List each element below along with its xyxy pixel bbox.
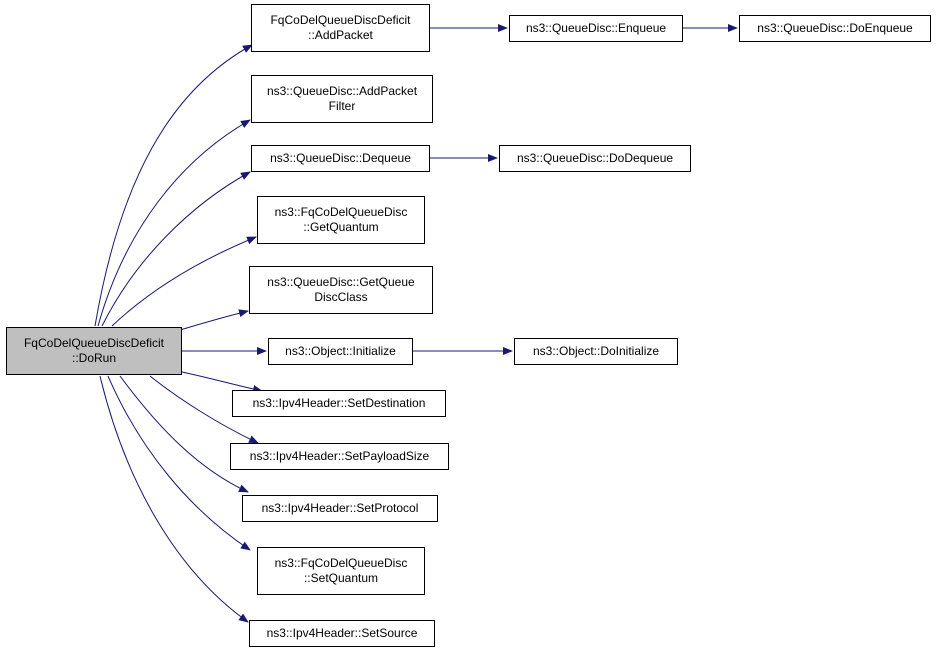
node-label-line1: ns3::QueueDisc::DoDequeue: [516, 151, 674, 165]
node-get-queue-disc-class[interactable]: ns3::QueueDisc::GetQueue DiscClass: [249, 266, 433, 314]
node-do-initialize[interactable]: ns3::Object::DoInitialize: [514, 338, 678, 365]
node-dequeue[interactable]: ns3::QueueDisc::Dequeue: [251, 145, 430, 172]
node-label-line1: ns3::QueueDisc::AddPacket: [266, 84, 418, 98]
node-label-line1: ns3::Ipv4Header::SetSource: [266, 626, 418, 640]
node-label-line1: ns3::FqCoDelQueueDisc: [274, 205, 408, 219]
edge-root-add-packet: [94, 44, 253, 327]
node-label-line1: FqCoDelQueueDiscDeficit: [23, 336, 165, 350]
node-label-line1: ns3::Object::Initialize: [285, 344, 396, 358]
node-label-line1: ns3::FqCoDelQueueDisc: [274, 556, 408, 570]
edge-root-set-quantum: [107, 375, 251, 551]
edge-root-set-payload: [149, 375, 259, 444]
node-set-destination[interactable]: ns3::Ipv4Header::SetDestination: [232, 390, 446, 417]
node-do-dequeue[interactable]: ns3::QueueDisc::DoDequeue: [499, 145, 691, 172]
node-add-packet[interactable]: FqCoDelQueueDiscDeficit ::AddPacket: [251, 4, 430, 52]
node-add-packet-filter[interactable]: ns3::QueueDisc::AddPacket Filter: [251, 75, 433, 123]
node-label-line1: ns3::QueueDisc::Dequeue: [270, 151, 411, 165]
node-label-line1: FqCoDelQueueDiscDeficit: [270, 13, 411, 27]
node-label-line2: ::GetQuantum: [303, 220, 379, 234]
node-set-source[interactable]: ns3::Ipv4Header::SetSource: [249, 620, 435, 647]
node-set-quantum[interactable]: ns3::FqCoDelQueueDisc ::SetQuantum: [257, 547, 425, 595]
node-get-quantum[interactable]: ns3::FqCoDelQueueDisc ::GetQuantum: [257, 196, 425, 244]
node-label-line2: ::AddPacket: [308, 28, 373, 42]
node-enqueue[interactable]: ns3::QueueDisc::Enqueue: [509, 15, 683, 42]
edge-root-set-protocol: [119, 375, 249, 493]
node-label-line2: DiscClass: [314, 290, 368, 304]
node-label-line2: ::DoRun: [71, 351, 117, 365]
node-label-line1: ns3::Object::DoInitialize: [532, 344, 660, 358]
node-label-line1: ns3::Ipv4Header::SetDestination: [252, 396, 426, 410]
edge-root-dequeue: [101, 171, 251, 327]
node-set-protocol[interactable]: ns3::Ipv4Header::SetProtocol: [242, 495, 438, 522]
node-initialize[interactable]: ns3::Object::Initialize: [268, 338, 413, 365]
node-label-line1: ns3::QueueDisc::DoEnqueue: [757, 21, 913, 35]
edge-root-get-class: [179, 309, 249, 331]
node-do-enqueue[interactable]: ns3::QueueDisc::DoEnqueue: [739, 15, 931, 42]
node-do-run[interactable]: FqCoDelQueueDiscDeficit ::DoRun: [6, 327, 182, 375]
node-label-line1: ns3::Ipv4Header::SetProtocol: [261, 501, 419, 515]
node-set-payload-size[interactable]: ns3::Ipv4Header::SetPayloadSize: [230, 443, 449, 470]
edge-root-set-dest: [181, 371, 263, 393]
node-label-line1: ns3::QueueDisc::GetQueue: [267, 275, 415, 289]
node-label-line1: ns3::QueueDisc::Enqueue: [525, 21, 667, 35]
edge-root-get-quantum: [111, 236, 257, 327]
node-label-line2: ::SetQuantum: [303, 571, 379, 585]
edge-root-add-filter: [97, 119, 251, 327]
edge-root-set-source: [99, 375, 249, 623]
node-label-line1: ns3::Ipv4Header::SetPayloadSize: [249, 449, 430, 463]
node-label-line2: Filter: [328, 99, 356, 113]
